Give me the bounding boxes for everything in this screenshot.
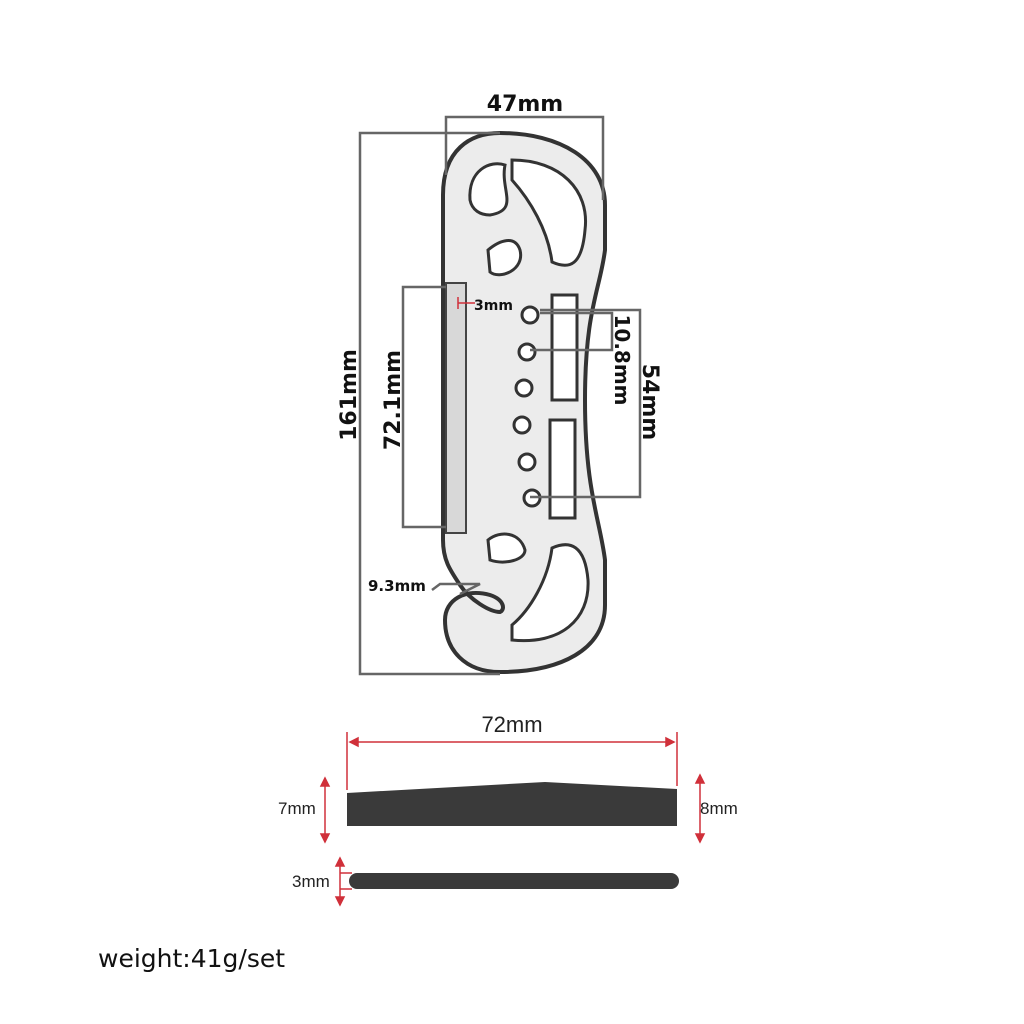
width-label: 47mm	[487, 92, 563, 117]
hole-spacing-label: 10.8mm	[610, 314, 634, 405]
side-length-label: 72mm	[481, 712, 542, 737]
slot-length-label: 72.1mm	[381, 350, 406, 450]
dimension-lines	[358, 115, 642, 676]
thickness-label: 3mm	[292, 872, 330, 891]
side-view: 72mm 7mm 8mm	[278, 712, 738, 844]
left-height-label: 7mm	[278, 799, 316, 818]
slot-bottom	[510, 543, 590, 643]
right-height-label: 8mm	[700, 799, 738, 818]
length-label: 161mm	[337, 349, 362, 441]
hole-span-label: 54mm	[637, 364, 662, 440]
string-holes	[512, 305, 542, 508]
saddle-slot	[445, 282, 467, 534]
tailpiece-top-view	[441, 130, 607, 675]
hook-notch-top	[468, 162, 509, 217]
slot-top	[510, 158, 588, 267]
window-lower	[548, 418, 577, 520]
weight-label: weight:41g/set	[98, 944, 286, 973]
bottom-view: 3mm	[292, 856, 679, 907]
edge-offset-label: 3mm	[474, 298, 513, 314]
hook-gap-label: 9.3mm	[368, 577, 426, 595]
